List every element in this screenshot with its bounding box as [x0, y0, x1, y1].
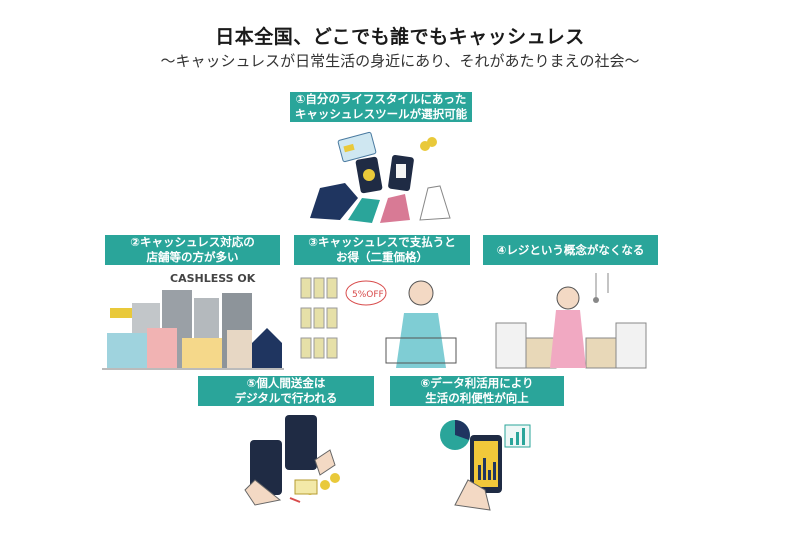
panel-6-line1: ⑥データ利活用により: [420, 376, 534, 390]
bar-chart-icon: [504, 424, 531, 448]
pie-chart-icon: [440, 420, 470, 450]
panel-1-line1: ①自分のライフスタイルにあった: [295, 92, 467, 106]
panel-5-line1: ⑤個人間送金は: [246, 376, 326, 390]
panel-3-line2: お得（二重価格）: [335, 250, 428, 264]
panel-5-line2: デジタルで行われる: [234, 391, 338, 405]
coins-icon: [420, 137, 437, 151]
smartphone-icon: [250, 415, 317, 495]
panel-3-line1: ③キャッシュレスで支払うと: [308, 235, 456, 249]
discount-tag: 5%OFF: [352, 290, 384, 300]
panel-1-label: ①自分のライフスタイルにあったキャッシュレスツールが選択可能: [290, 92, 472, 122]
panel-2-line1: ②キャッシュレス対応の: [130, 235, 255, 249]
panel-6-label: ⑥データ利活用により生活の利便性が向上: [390, 376, 564, 406]
panel-1-illustration: [310, 131, 451, 223]
panel-4-label: ④レジという概念がなくなる: [483, 235, 658, 265]
panel-1-line2: キャッシュレスツールが選択可能: [294, 107, 468, 121]
panel-2-line2: 店舗等の方が多い: [146, 250, 239, 264]
panel-5-illustration: [244, 415, 340, 506]
cashless-ok-sign: CASHLESS OK: [170, 272, 256, 285]
panel-4-illustration: [495, 273, 647, 369]
panel-5-label: ⑤個人間送金はデジタルで行われる: [198, 376, 374, 406]
credit-card-icon: [337, 131, 377, 163]
panel-6-illustration: [440, 420, 531, 511]
smartphone-icon: [355, 155, 414, 194]
page-title: 日本全国、どこでも誰でもキャッシュレス: [215, 26, 585, 48]
panel-6-line2: 生活の利便性が向上: [425, 391, 529, 405]
panel-4-line1: ④レジという概念がなくなる: [496, 242, 645, 257]
panel-3-illustration: 5%OFF: [300, 277, 457, 368]
page-subtitle: ～キャッシュレスが日常生活の身近にあり、それがあたりまえの社会～: [160, 52, 640, 70]
panel-2-label: ②キャッシュレス対応の店舗等の方が多い: [105, 235, 280, 265]
panel-2-illustration: CASHLESS OK: [102, 272, 284, 370]
panel-3-label: ③キャッシュレスで支払うとお得（二重価格）: [294, 235, 470, 265]
smartphone-icon: [470, 435, 502, 493]
